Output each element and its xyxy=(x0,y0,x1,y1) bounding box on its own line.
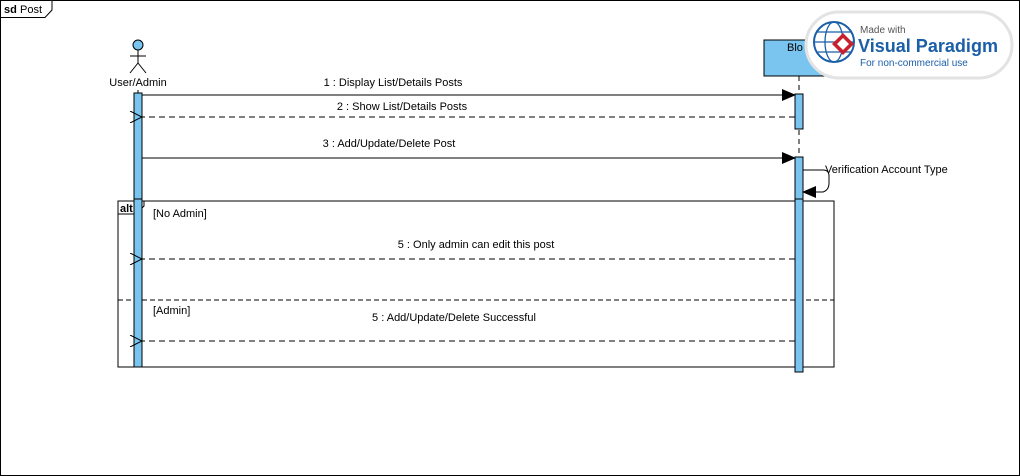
watermark-line3: For non-commercial use xyxy=(860,58,968,69)
frame-title: Post xyxy=(20,4,42,16)
actor-activation-overlay xyxy=(133,198,143,368)
guard-no-admin: [No Admin] xyxy=(153,208,207,220)
message-2-label: 2 : Show List/Details Posts xyxy=(337,101,468,113)
actor-user-admin[interactable]: User/Admin xyxy=(109,39,167,89)
watermark-badge: Made with Visual Paradigm For non-commer… xyxy=(804,10,1014,80)
actor-name: User/Admin xyxy=(109,77,166,89)
object-activation-overlay xyxy=(794,198,804,373)
guard-admin: [Admin] xyxy=(153,305,190,317)
message-5-no-admin-label: 5 : Only admin can edit this post xyxy=(398,239,555,251)
message-3[interactable]: 3 : Add/Update/Delete Post xyxy=(142,138,796,164)
frame-keyword: sd xyxy=(4,4,17,16)
message-1[interactable]: 1 : Display List/Details Posts xyxy=(142,77,796,101)
message-1-label: 1 : Display List/Details Posts xyxy=(324,77,463,89)
self-message[interactable]: Verification Account Type xyxy=(802,164,948,198)
globe-logo-icon xyxy=(813,21,855,63)
message-5-admin[interactable]: 5 : Add/Update/Delete Successful xyxy=(142,312,795,341)
lifeline-object-name: Blo xyxy=(787,42,803,54)
watermark-line1: Made with xyxy=(860,25,906,36)
actor-head-icon xyxy=(132,39,144,51)
message-5-admin-label: 5 : Add/Update/Delete Successful xyxy=(372,312,536,324)
alt-operator: alt xyxy=(120,203,133,215)
alt-fragment: alt [No Admin] [Admin] xyxy=(117,200,835,368)
self-message-label: Verification Account Type xyxy=(825,164,948,176)
object-activation-bar-1 xyxy=(794,93,804,130)
message-3-label: 3 : Add/Update/Delete Post xyxy=(323,138,456,150)
watermark-line2: Visual Paradigm xyxy=(858,36,998,56)
message-5-no-admin[interactable]: 5 : Only admin can edit this post xyxy=(142,239,795,259)
message-2[interactable]: 2 : Show List/Details Posts xyxy=(142,101,795,117)
